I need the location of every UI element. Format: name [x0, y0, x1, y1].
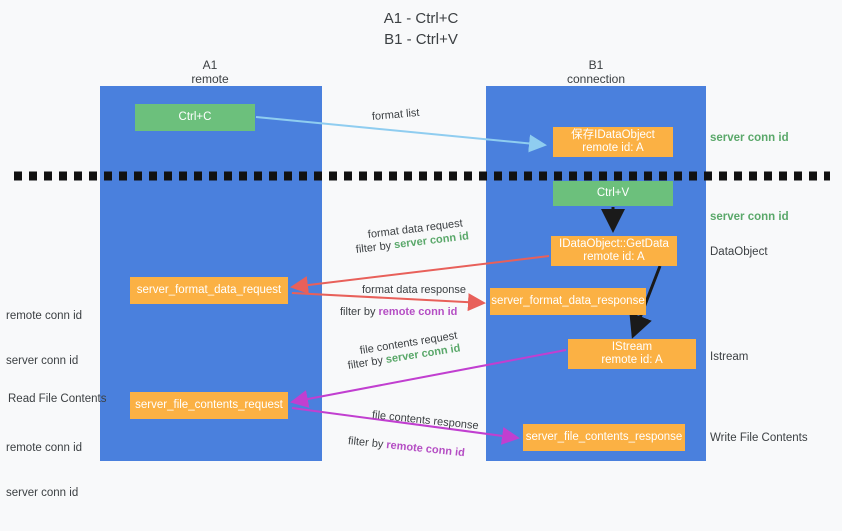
box-server-format-data-request[interactable]: server_format_data_request — [130, 277, 288, 304]
label-read-file-contents: Read File Contents — [8, 393, 107, 405]
diagram-canvas: A1 - Ctrl+C B1 - Ctrl+V A1 remote B1 con… — [6, 10, 830, 499]
box-ctrl-c[interactable]: Ctrl+C — [135, 104, 255, 131]
connector-layer — [14, 116, 830, 445]
arrow-format-list — [255, 116, 547, 153]
box-server-file-contents-request[interactable]: server_file_contents_request — [130, 392, 288, 419]
box-idataobject[interactable]: 保存IDataObject remote id: A — [553, 127, 673, 157]
box-server-file-contents-response-label: server_file_contents_response — [525, 431, 683, 443]
box-server-format-data-response-label: server_format_data_response — [491, 295, 645, 307]
label-dataobject: DataObject — [710, 246, 768, 258]
box-istream-text: IStream remote id: A — [601, 341, 662, 367]
arrow-format-data-request — [290, 255, 550, 295]
lane-b1-name: B1 — [588, 58, 604, 72]
box-getdata-line1: IDataObject::GetData — [559, 238, 669, 250]
label-left-conn-ids-file: remote conn id server conn id — [6, 411, 82, 531]
lane-a1-name: A1 — [202, 58, 218, 72]
arrow-getdata-to-istream — [629, 265, 662, 339]
annotation-format-data-response-filter: filter by remote conn id — [340, 305, 457, 320]
box-istream-line1: IStream — [611, 341, 653, 353]
annotation-fdreq-filter-prefix: filter by — [355, 239, 395, 256]
box-server-file-contents-response[interactable]: server_file_contents_response — [523, 424, 685, 451]
label-server-conn-id-format: server conn id — [6, 355, 79, 367]
box-istream-line2: remote id: A — [601, 354, 663, 366]
label-server-conn-id-top: server conn id — [710, 132, 789, 144]
label-remote-conn-id-file: remote conn id — [6, 442, 83, 454]
annotation-fcresp-filter-prefix: filter by — [347, 435, 387, 451]
arrow-format-data-response — [291, 292, 486, 312]
label-remote-conn-id-format: remote conn id — [6, 310, 83, 322]
box-istream[interactable]: IStream remote id: A — [568, 339, 696, 369]
box-getdata-text: IDataObject::GetData remote id: A — [559, 238, 669, 264]
box-server-file-contents-request-label: server_file_contents_request — [135, 399, 283, 411]
box-getdata-line2: remote id: A — [583, 251, 645, 263]
box-idataobject-text: 保存IDataObject remote id: A — [571, 129, 655, 155]
lane-header-b1: B1 connection — [506, 58, 686, 86]
label-write-file-contents: Write File Contents — [710, 432, 808, 444]
label-left-conn-ids-format: remote conn id server conn id — [6, 279, 82, 399]
box-idataobject-line1: 保存IDataObject — [571, 129, 655, 141]
arrow-file-contents-request — [290, 349, 567, 408]
arrow-file-contents-response — [291, 407, 520, 445]
page-title: A1 - Ctrl+C B1 - Ctrl+V — [383, 10, 459, 48]
box-ctrl-v-label: Ctrl+V — [596, 187, 630, 199]
box-server-format-data-request-label: server_format_data_request — [136, 284, 282, 296]
label-server-conn-id-mid: server conn id — [710, 211, 789, 223]
annotation-format-data-response: format data response — [362, 284, 466, 296]
annotation-fdresp-filter-prefix: filter by — [340, 306, 379, 318]
box-ctrl-v[interactable]: Ctrl+V — [553, 181, 673, 206]
box-server-format-data-response[interactable]: server_format_data_response — [490, 288, 646, 315]
lane-b1-sub: connection — [566, 72, 626, 86]
label-server-conn-id-file: server conn id — [6, 487, 79, 499]
box-getdata[interactable]: IDataObject::GetData remote id: A — [551, 236, 677, 266]
lane-a1-sub: remote — [191, 72, 229, 86]
box-idataobject-line2: remote id: A — [582, 142, 644, 154]
annotation-fdresp-filter-value: remote conn id — [378, 306, 458, 318]
box-ctrl-c-label: Ctrl+C — [178, 111, 212, 123]
label-istream: Istream — [710, 351, 749, 363]
lane-header-a1: A1 remote — [120, 58, 300, 86]
